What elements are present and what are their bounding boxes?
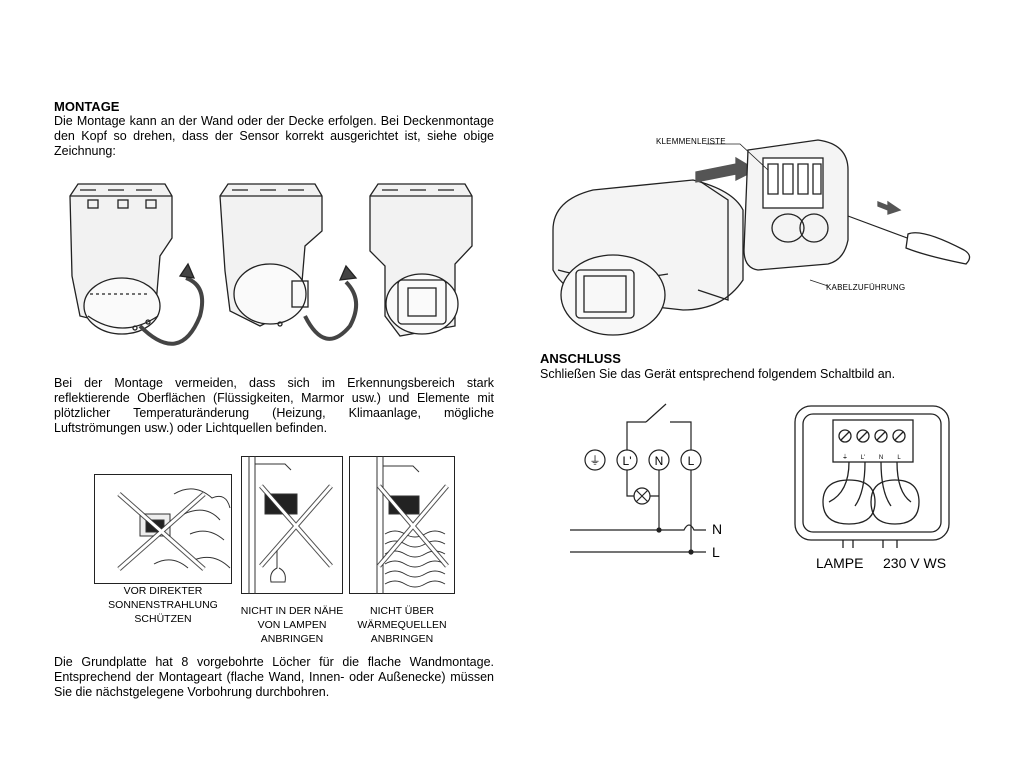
caption-lamps: NICHT IN DER NÄHE VON LAMPEN ANBRINGEN: [240, 605, 344, 645]
caption-sun: VOR DIREKTER SONNENSTRAHLUNG SCHÜTZEN: [108, 585, 218, 625]
label-kabelzufuehrung: KABELZUFÜHRUNG: [826, 283, 906, 292]
schematic-line-l: L: [712, 544, 720, 560]
montage-heading: MONTAGE: [54, 99, 120, 114]
warning-sun-illustration: [94, 474, 232, 584]
schematic-line-n: N: [712, 521, 722, 537]
mounting-orientation-illustration: [69, 183, 473, 346]
terminal-ground-label: ⏚: [842, 454, 848, 461]
schematic-n-label: N: [655, 454, 664, 468]
terminal-l-label: L: [897, 455, 901, 461]
baseplate-paragraph: Die Grundplatte hat 8 vorgebohrte Löcher…: [54, 655, 494, 699]
terminal-n-label: N: [879, 455, 883, 461]
schematic-l-label: L: [688, 454, 695, 468]
warning-heat-illustration: [349, 456, 455, 594]
terminal-lprime-label: L': [861, 455, 865, 461]
label-lampe: LAMPE: [816, 555, 864, 571]
montage-paragraph: Die Montage kann an der Wand oder der De…: [54, 114, 494, 158]
avoid-paragraph: Bei der Montage vermeiden, dass sich im …: [54, 376, 494, 435]
warning-lamp-illustration: [241, 456, 343, 594]
caption-heat: NICHT ÜBER WÄRMEQUELLEN ANBRINGEN: [357, 605, 447, 645]
schematic-ground-label: ⏚: [590, 454, 601, 467]
label-klemmenleiste: KLEMMENLEISTE: [656, 137, 726, 146]
terminal-block-drawing: ⏚ L' N L: [794, 405, 950, 548]
schematic-lprime-label: L': [623, 454, 632, 468]
wiring-schematic: ⏚ L' N L N L: [570, 403, 722, 560]
label-230v: 230 V WS: [883, 555, 947, 571]
anschluss-paragraph: Schließen Sie das Gerät entsprechend fol…: [540, 367, 896, 381]
sensor-terminal-illustration: [552, 139, 971, 336]
anschluss-heading: ANSCHLUSS: [540, 351, 621, 366]
